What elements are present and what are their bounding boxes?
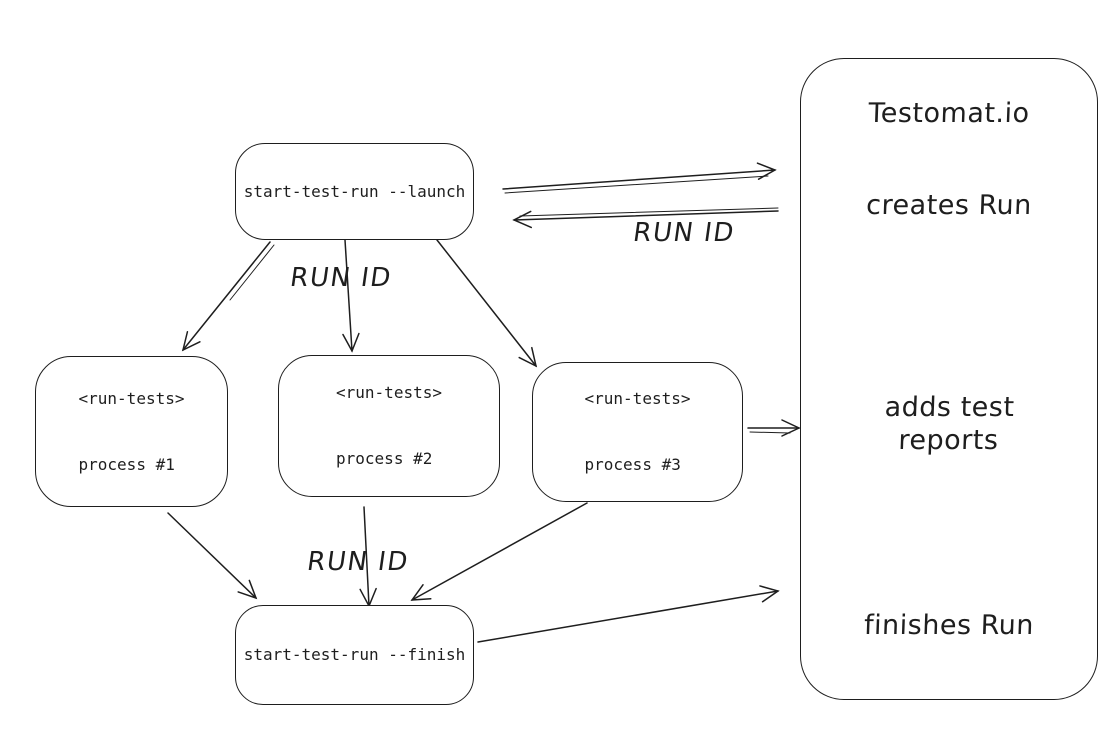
run-id-label-return: RUN ID — [631, 218, 737, 248]
arrow-finish-to-testomat — [477, 585, 780, 643]
arrow-testomat-to-launch-sketch — [519, 207, 779, 217]
finish-node: start-test-run --finish — [235, 605, 474, 705]
run-id-label-fanout: RUN ID — [288, 263, 394, 293]
launch-node-label: start-test-run --launch — [243, 181, 466, 201]
process-2-label: <run-tests> process #2 — [336, 383, 442, 468]
process-3-label: <run-tests> process #3 — [584, 389, 691, 474]
arrow-launch-to-process2 — [342, 239, 360, 353]
process-1-node: <run-tests> process #1 — [35, 356, 228, 507]
arrow-process1-to-finish — [167, 512, 258, 600]
process-1-label: <run-tests> process #1 — [78, 388, 185, 474]
arrow-launch-to-process1 — [181, 241, 271, 352]
arrow-launch-to-testomat-sketch — [504, 175, 769, 194]
run-id-label-fanin: RUN ID — [305, 547, 411, 577]
arrow-launch-to-process1-sketch — [229, 244, 275, 301]
process-3-node: <run-tests> process #3 — [532, 362, 743, 502]
arrow-process3-to-testomat-sketch — [749, 431, 791, 434]
testomat-creates-run-label: creates Run — [865, 190, 1033, 221]
process-2-node: <run-tests> process #2 — [278, 355, 500, 497]
testomat-title: Testomat.io — [867, 98, 1031, 129]
arrow-launch-to-process3 — [436, 239, 538, 368]
testomat-adds-reports-label: adds test reports — [884, 392, 1016, 456]
testomat-node: Testomat.io creates Run adds test report… — [800, 58, 1098, 700]
finish-node-label: start-test-run --finish — [243, 645, 466, 664]
arrow-process3-to-finish — [410, 502, 588, 601]
arrow-launch-to-testomat — [502, 162, 777, 190]
testomat-finishes-run-label: finishes Run — [863, 610, 1035, 641]
launch-node: start-test-run --launch — [235, 143, 474, 240]
